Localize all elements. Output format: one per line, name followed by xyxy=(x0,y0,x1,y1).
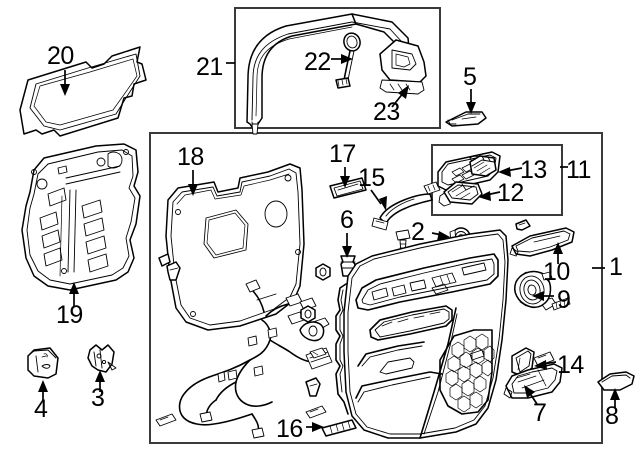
part-wedge-insert xyxy=(511,347,535,377)
main-door-panel-box xyxy=(149,132,603,444)
cap-small-a xyxy=(515,219,531,231)
clip-strip-a xyxy=(309,347,327,359)
part-door-wiring-harness xyxy=(178,279,333,439)
callout-number-16: 16 xyxy=(276,415,303,443)
part-small-cover-cap xyxy=(597,371,635,391)
part-window-switch-rear xyxy=(443,181,483,205)
clip-strip-d xyxy=(155,413,177,427)
switch-assembly-box xyxy=(431,144,563,216)
callout-number-9: 9 xyxy=(557,286,571,314)
part-corner-trim-cover-sail xyxy=(379,39,427,95)
boxes-group xyxy=(149,7,603,444)
window-frame-inset-box xyxy=(234,7,441,129)
callout-number-11: 11 xyxy=(566,156,591,184)
part-wedge-trim-cap xyxy=(445,111,487,127)
part-trim-clip-bracket xyxy=(87,344,117,373)
part-end-cap-cover xyxy=(27,347,59,379)
callout-number-15: 15 xyxy=(358,164,385,192)
clip-strip-c xyxy=(305,405,327,419)
callout-number-18: 18 xyxy=(177,143,204,171)
callout-number-17: 17 xyxy=(329,140,356,168)
hex-nut-a xyxy=(315,263,331,281)
callout-number-6: 6 xyxy=(340,206,354,234)
part-door-trim-panel-assembly xyxy=(335,229,509,439)
callout-number-22: 22 xyxy=(304,48,331,76)
anchor-clip-c xyxy=(166,261,181,281)
callout-number-21: 21 xyxy=(196,53,223,81)
callout-number-8: 8 xyxy=(605,402,619,430)
speaker-grille-hex-pattern xyxy=(445,333,495,413)
callout-number-14: 14 xyxy=(557,351,584,379)
callout-number-13: 13 xyxy=(520,156,547,184)
callout-number-1: 1 xyxy=(609,253,623,281)
part-side-reflector xyxy=(329,177,367,199)
hex-nut-b xyxy=(300,305,316,323)
clip-strip-b xyxy=(533,351,555,367)
callout-number-5: 5 xyxy=(463,63,477,91)
callout-number-20: 20 xyxy=(47,42,74,70)
part-window-frame-garnish xyxy=(246,13,357,135)
leader-15 xyxy=(370,189,382,205)
callout-number-3: 3 xyxy=(91,384,105,412)
part-upper-trim-strip xyxy=(509,227,575,257)
part-window-regulator-carrier xyxy=(21,143,141,291)
leaders-group xyxy=(38,54,620,432)
part-lower-trim-bezel xyxy=(503,363,563,399)
nub-a xyxy=(158,253,171,267)
part-retainer-strip-clip xyxy=(321,419,357,437)
callout-number-2: 2 xyxy=(411,218,425,246)
part-water-deflector-shield xyxy=(165,163,305,331)
part-speaker-grille-panel xyxy=(19,46,147,137)
part-window-switch-single xyxy=(469,155,497,177)
anchor-clip-b xyxy=(305,377,321,397)
callout-number-4: 4 xyxy=(34,395,48,423)
callout-number-23: 23 xyxy=(373,98,400,126)
anchor-clip-a xyxy=(299,321,325,342)
callout-number-10: 10 xyxy=(543,258,570,286)
callout-number-19: 19 xyxy=(56,301,83,329)
callout-number-7: 7 xyxy=(533,399,547,427)
part-courtesy-lamp-harness xyxy=(371,181,441,231)
callout-number-12: 12 xyxy=(497,179,524,207)
